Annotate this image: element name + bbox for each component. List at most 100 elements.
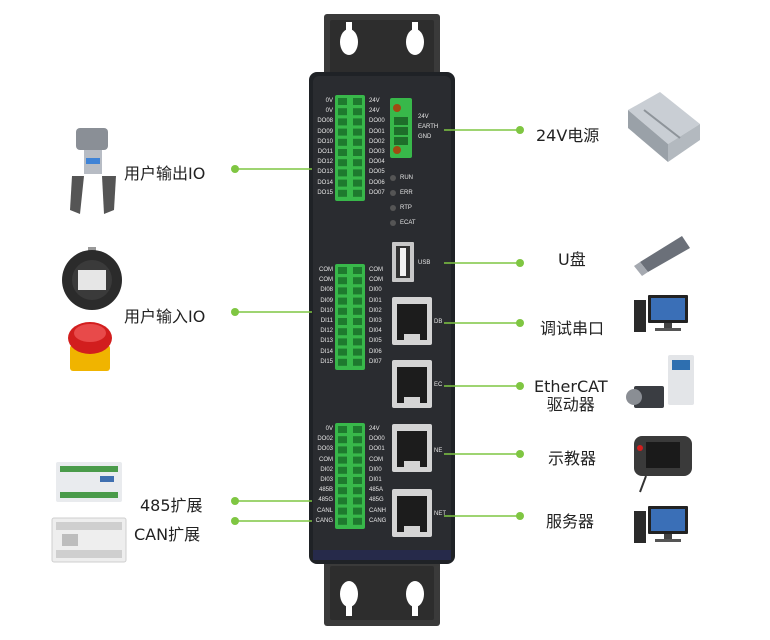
- rj45-port-teach: [392, 424, 432, 472]
- encoder-icon: [62, 247, 122, 310]
- connector-dot-input: [231, 308, 239, 316]
- terminal-screw: [353, 456, 362, 464]
- bus-right-pin-label: CANH: [369, 507, 387, 514]
- label-server: 服务器: [546, 512, 595, 531]
- output-left-pin-label: DO08: [317, 118, 333, 125]
- bus-right-pin-label: CANG: [369, 517, 387, 524]
- terminal-screw: [338, 318, 347, 325]
- terminal-screw: [338, 358, 347, 366]
- terminal-screw: [338, 517, 347, 525]
- led-label: RUN: [400, 175, 413, 181]
- output-right-pin-label: DO04: [369, 159, 385, 166]
- gripper-icon: [70, 128, 116, 214]
- rj45-port-debug: [392, 297, 432, 345]
- connector-dot-teach: [516, 450, 524, 458]
- top-mounting-bracket: [324, 14, 440, 80]
- bus-right-pin-label: 24V: [369, 426, 380, 432]
- label-debug-serial: 调试串口: [540, 319, 605, 338]
- terminal-screw: [338, 436, 347, 444]
- output-left-pin-label: DO15: [317, 189, 333, 196]
- terminal-screw: [353, 138, 362, 146]
- power-supply-icon: [628, 92, 700, 162]
- terminal-screw: [338, 307, 347, 315]
- port-label: DB: [434, 319, 443, 325]
- terminal-screw: [353, 517, 362, 525]
- terminal-screw: [338, 497, 347, 505]
- bus-left-pin-label: DO03: [317, 446, 333, 453]
- input-right-pin-label: DI01: [369, 297, 382, 304]
- terminal-screw: [338, 338, 347, 346]
- input-left-pin-label: COM: [319, 277, 333, 284]
- terminal-screw: [353, 338, 362, 346]
- terminal-screw: [338, 348, 347, 356]
- terminal-screw: [353, 108, 362, 116]
- terminal-screw: [353, 297, 362, 305]
- power-pin-label: 24V: [418, 114, 429, 120]
- terminal-screw: [338, 297, 347, 305]
- bus-left-pin-label: DI03: [320, 477, 333, 483]
- input-right-pin-label: DI00: [369, 287, 382, 294]
- label-ethercat-line2: 驱动器: [546, 395, 595, 414]
- pc-icon-server: [634, 506, 688, 543]
- output-left-pin-label: 0V: [325, 108, 333, 115]
- terminal-screw: [338, 128, 347, 136]
- connector-dot-output: [231, 165, 239, 173]
- label-24v-power: 24V电源: [536, 126, 600, 145]
- terminal-screw: [353, 328, 362, 336]
- input-left-pin-label: DI08: [320, 287, 333, 294]
- bus-left-pin-label: DI02: [320, 466, 333, 473]
- io-expansion-module-icon: [56, 462, 122, 502]
- terminal-screw: [353, 149, 362, 156]
- can-expansion-module-icon: [51, 517, 127, 563]
- emergency-stop-icon: [68, 322, 112, 371]
- status-leds: [390, 175, 396, 226]
- terminal-screw: [353, 267, 362, 274]
- input-right-pin-label: COM: [369, 267, 383, 273]
- terminal-screw: [353, 348, 362, 356]
- output-right-pin-label: DO06: [369, 179, 385, 186]
- led-label: ECAT: [400, 220, 416, 226]
- connector-dot-debug: [516, 319, 524, 327]
- bus-left-pin-label: CANG: [315, 517, 333, 524]
- power-terminal-block: [390, 98, 412, 158]
- terminal-screw: [338, 446, 347, 454]
- terminal-screw: [353, 169, 362, 177]
- label-udisk: U盘: [558, 250, 586, 269]
- terminal-screw: [338, 426, 347, 433]
- terminal-screw: [338, 287, 347, 295]
- terminal-screw: [338, 466, 347, 474]
- label-user-input-io: 用户输入IO: [124, 307, 206, 326]
- input-left-pin-label: DI12: [320, 328, 333, 335]
- input-right-pin-label: DI02: [369, 307, 382, 314]
- usb-label: USB: [418, 260, 431, 266]
- terminal-screw: [338, 118, 347, 126]
- terminal-screw: [338, 98, 347, 105]
- terminal-screw: [353, 277, 362, 285]
- rj45-port-ethercat: [392, 360, 432, 408]
- terminal-screw: [338, 456, 347, 464]
- terminal-screw: [338, 159, 347, 167]
- terminal-screw: [353, 358, 362, 366]
- connector-dot-can: [231, 517, 239, 525]
- terminal-screw: [353, 318, 362, 325]
- output-left-pin-label: DO09: [317, 128, 333, 135]
- input-right-pin-label: DI04: [369, 328, 382, 335]
- bus-right-pin-label: 485A: [369, 487, 384, 494]
- bus-left-pin-label: 485B: [318, 487, 333, 494]
- bus-left-pin-label: DO02: [317, 436, 333, 443]
- terminal-screw: [353, 287, 362, 295]
- label-user-output-io: 用户输出IO: [124, 164, 206, 183]
- terminal-screw: [353, 179, 362, 187]
- output-right-pin-label: DO02: [369, 138, 385, 145]
- input-left-pin-label: DI09: [320, 297, 333, 304]
- input-left-pin-label: DI15: [320, 358, 333, 365]
- bus-left-pin-label: COM: [319, 456, 333, 463]
- connector-dot-ethercat: [516, 382, 524, 390]
- port-label: NET: [434, 511, 446, 517]
- terminal-screw: [338, 477, 347, 484]
- output-right-pin-label: DO01: [369, 128, 385, 135]
- terminal-screw: [338, 507, 347, 515]
- bus-right-pin-label: DI00: [369, 466, 382, 473]
- port-label: EC: [434, 382, 443, 388]
- terminal-screw: [338, 138, 347, 146]
